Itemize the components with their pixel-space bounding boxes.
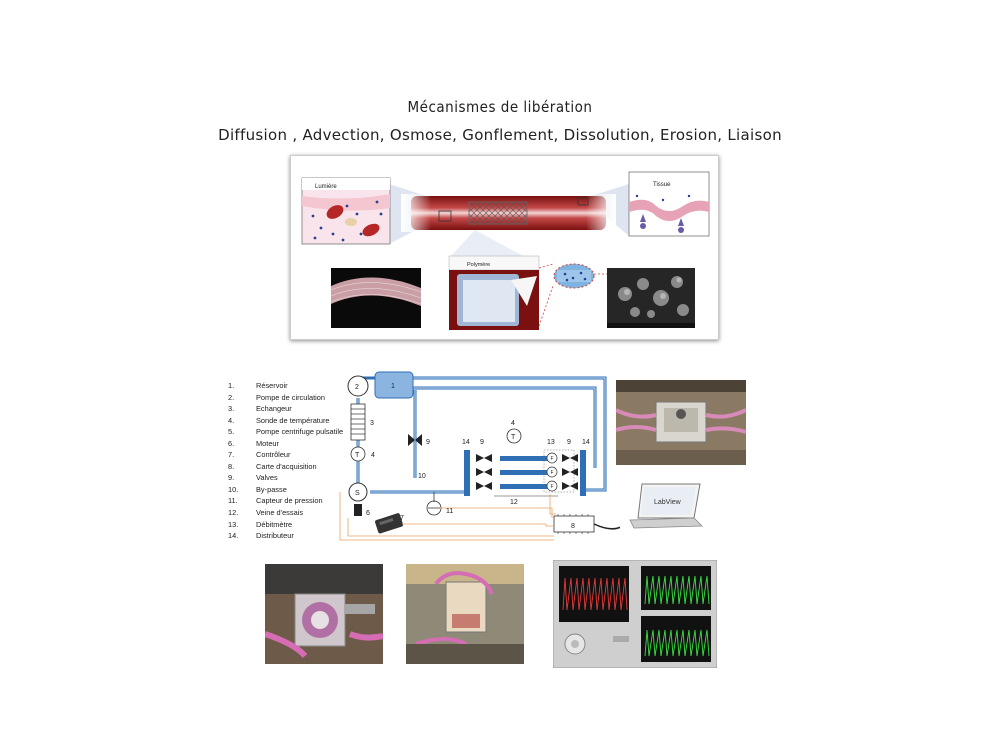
circulation-pump <box>347 375 369 397</box>
pulsatile-pump-photo <box>265 564 383 664</box>
polymer-drug-schematic <box>538 263 609 327</box>
lumen-label: Lumière <box>315 184 337 190</box>
label-7: 7 <box>400 515 404 522</box>
flowmeter-symbol: F <box>550 470 553 476</box>
label-12: 12 <box>510 499 518 506</box>
label-3: 3 <box>370 420 374 427</box>
legend-item: 10.By-passe <box>228 484 287 494</box>
label-6: 6 <box>366 510 370 517</box>
stent-mesh <box>468 201 528 225</box>
laptop-label: LabView <box>654 499 682 506</box>
laptop-labview: LabView <box>629 483 703 529</box>
usb-cable <box>593 523 620 530</box>
flow-loop-schematic: F F F <box>339 371 620 541</box>
test-section: F F F <box>464 449 586 497</box>
controller <box>375 513 404 534</box>
label-9: 9 <box>480 439 484 446</box>
label-13: 13 <box>547 439 555 446</box>
pulsatile-symbol: S <box>355 490 360 497</box>
legend-item: 2.Pompe de circulation <box>228 392 326 402</box>
flowmeter-symbol: F <box>550 456 553 462</box>
legend-item: 11.Capteur de pression <box>228 496 323 506</box>
tissue-label: Tissue <box>653 182 671 188</box>
artery-cross-section-photo <box>330 268 422 328</box>
sem-micrograph-photo <box>607 268 695 328</box>
mechanisms-subtitle: Diffusion , Advection, Osmose, Gonflemen… <box>218 126 782 144</box>
label-8: 8 <box>571 523 575 530</box>
pressure-sensor <box>426 492 442 516</box>
label-14: 14 <box>582 439 590 446</box>
temperature-symbol: T <box>355 452 360 459</box>
label-11: 11 <box>446 508 453 515</box>
polymer-coated-stent-photo: Polymère <box>448 255 540 330</box>
stent-illustration: Lumière Tissue <box>301 171 710 330</box>
legend-item: 8.Carte d'acquisition <box>228 461 317 471</box>
labview-interface-screenshot <box>553 560 717 668</box>
blood-vessel <box>401 194 616 232</box>
signal-wires <box>339 492 556 541</box>
pulsatile-pump <box>348 482 368 502</box>
legend-item: 6.Moteur <box>228 438 280 448</box>
label-14: 14 <box>462 439 470 446</box>
component-legend: 1.Réservoir 2.Pompe de circulation 3.Ech… <box>228 380 343 542</box>
legend-item: 3.Echangeur <box>228 404 292 414</box>
legend-item: 12.Veine d'essais <box>228 508 304 518</box>
flowmeter-symbol: F <box>550 484 553 490</box>
lumen-inset: Lumière <box>301 177 391 245</box>
test-bench-photo <box>616 380 746 465</box>
label-2: 2 <box>355 384 359 391</box>
reservoir <box>374 371 414 399</box>
legend-item: 4.Sonde de température <box>228 415 330 425</box>
temperature-probe <box>350 446 366 462</box>
bypass-valve <box>408 434 422 446</box>
label-4: 4 <box>371 452 375 459</box>
heat-exchanger <box>350 403 366 441</box>
temperature-probe <box>506 428 522 444</box>
label-1: 1 <box>391 383 395 390</box>
tissue-inset: Tissue <box>628 171 710 237</box>
label-9: 9 <box>567 439 571 446</box>
legend-item: 13.Débitmètre <box>228 519 293 529</box>
polymer-label: Polymère <box>467 262 490 268</box>
label-10: 10 <box>418 473 426 480</box>
motor <box>354 504 362 516</box>
legend-item: 1.Réservoir <box>228 381 288 390</box>
acquisition-card <box>553 514 595 534</box>
legend-item: 5.Pompe centrifuge pulsatile <box>228 427 344 437</box>
reservoir-photo <box>406 564 524 664</box>
legend-item: 9.Valves <box>228 473 278 483</box>
figure-title: Mécanismes de libération <box>407 98 593 116</box>
label-4: 4 <box>511 420 515 427</box>
stent-illustration-panel: Lumière Tissue <box>290 155 719 340</box>
legend-item: 7.Contrôleur <box>228 450 291 460</box>
temperature-symbol: T <box>511 434 516 441</box>
label-9: 9 <box>426 439 430 446</box>
legend-item: 14.Distributeur <box>228 531 294 541</box>
